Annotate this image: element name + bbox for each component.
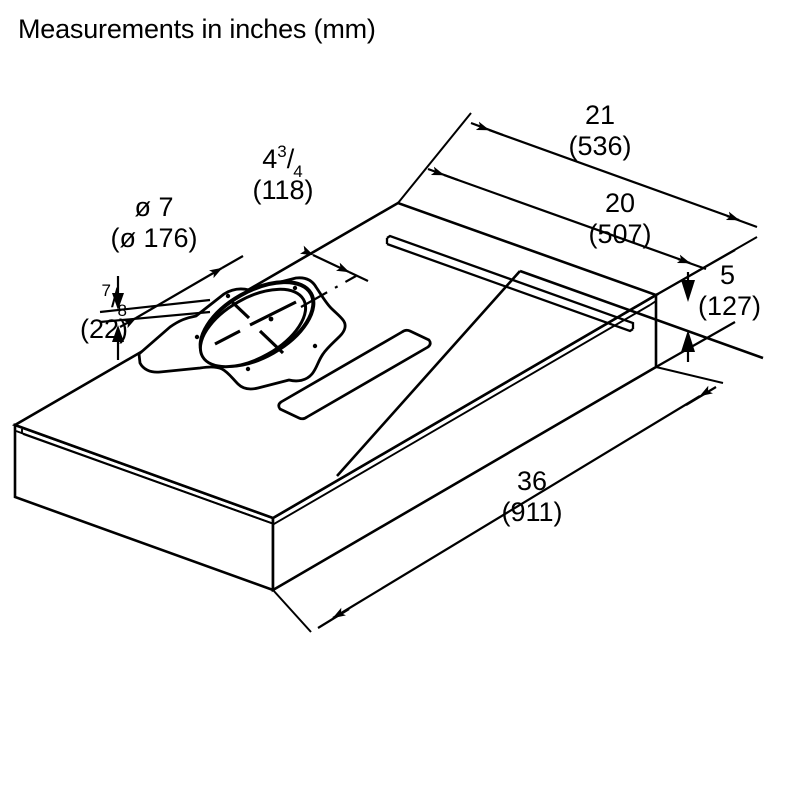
- ext-rear-corner-up: [397, 112, 472, 204]
- control-slot-outline: [277, 328, 432, 421]
- dim-overall-height: [655, 249, 736, 368]
- lip-thickness-mm: (22): [79, 313, 128, 344]
- rear-rail: [385, 234, 635, 333]
- dim-label-duct-setback: 43/4 (118): [218, 142, 348, 205]
- dim-top-depth: [427, 166, 707, 271]
- dim-overall-width-ext-left: [317, 608, 350, 629]
- ext-front-bottom-corner: [272, 589, 312, 633]
- duct-outlet: [194, 280, 318, 372]
- dim-lip-leader-top: [99, 298, 211, 314]
- overall-width-inch: 36: [516, 466, 548, 496]
- dim-lip-leader-bottom: [99, 310, 211, 324]
- lip-frac-slash: /: [111, 283, 119, 313]
- lip-thickness-fraction: 7/8: [101, 281, 128, 319]
- dim-duct-setback-centerline: [300, 275, 357, 308]
- dim-top-depth-ext-left: [427, 167, 459, 182]
- top-lip-riser-right: [649, 300, 657, 306]
- lip-frac-numerator: 7: [101, 281, 112, 300]
- dim-height-ref-bottom: [655, 321, 736, 368]
- dim-label-overall-width: 36 (911): [452, 466, 612, 527]
- dim-height-ref-top: [655, 249, 736, 296]
- top-lip-line-front-2: [15, 430, 275, 525]
- dim-duct-setback: [299, 245, 369, 308]
- top-depth-mm: (507): [588, 218, 652, 249]
- dim-label-duct-diameter: ø 7 (ø 176): [64, 192, 244, 253]
- dim-top-depth-ext-right: [677, 257, 707, 271]
- top-depth-inch: 20: [604, 188, 636, 218]
- panel-step-rear-line: [519, 269, 764, 360]
- overall-height-mm: (127): [698, 290, 762, 321]
- dim-overall-width-ext-right: [685, 386, 717, 406]
- dim-label-lip-thickness: 7/8 (22): [30, 281, 128, 344]
- dim-lip-arrow-up: [112, 325, 124, 342]
- dim-duct-diameter-ext-a: [221, 255, 244, 269]
- duct-setback-inch: 43/4: [218, 142, 348, 180]
- dim-lip-arrow-down: [112, 293, 124, 310]
- overall-width-mm: (911): [501, 496, 563, 527]
- page-title: Measurements in inches (mm): [18, 14, 376, 44]
- control-slot: [277, 328, 432, 421]
- duct-diameter-inch: ø 7: [134, 192, 174, 222]
- overall-depth-inch: 21: [584, 100, 616, 130]
- duct-locating-dots: [194, 285, 318, 372]
- setback-frac-denominator: 4: [293, 162, 303, 182]
- dim-top-depth-line: [430, 166, 691, 265]
- lip-frac-denominator: 8: [117, 301, 127, 321]
- dim-duct-diameter-line: [123, 267, 223, 329]
- dim-label-overall-height: 5 (127): [698, 260, 798, 321]
- dim-label-top-depth: 20 (507): [540, 188, 700, 249]
- rear-rail-outer: [386, 234, 635, 329]
- dim-height-arrow-down: [681, 280, 695, 302]
- dim-overall-depth-ext-right: [726, 214, 758, 229]
- overall-height-inch: 5: [720, 260, 736, 290]
- duct-diameter-mm: (ø 176): [110, 222, 198, 253]
- ext-lines-width: [272, 366, 724, 633]
- setback-frac-slash: /: [286, 144, 295, 174]
- dim-overall-width-line: [332, 385, 713, 619]
- overall-depth-mm: (536): [568, 130, 632, 161]
- dim-duct-setback-line: [299, 245, 350, 273]
- dim-label-overall-depth: 21 (536): [520, 100, 680, 161]
- duct-setback-whole: 4: [262, 144, 278, 174]
- duct-setback-fraction: 3/4: [277, 142, 303, 180]
- dim-duct-setback-ext: [348, 271, 369, 282]
- duct-centerline-cross: [214, 298, 297, 355]
- setback-frac-numerator: 3: [277, 142, 287, 161]
- ext-right-bottom-corner: [655, 366, 724, 384]
- dim-lip-thickness: [99, 276, 211, 360]
- dim-overall-width: [317, 385, 717, 629]
- rear-rail-inner: [386, 242, 634, 333]
- lip-thickness-inch: 7/8: [30, 281, 128, 319]
- duct-setback-mm: (118): [252, 174, 314, 205]
- dim-overall-depth-ext-left: [470, 121, 504, 137]
